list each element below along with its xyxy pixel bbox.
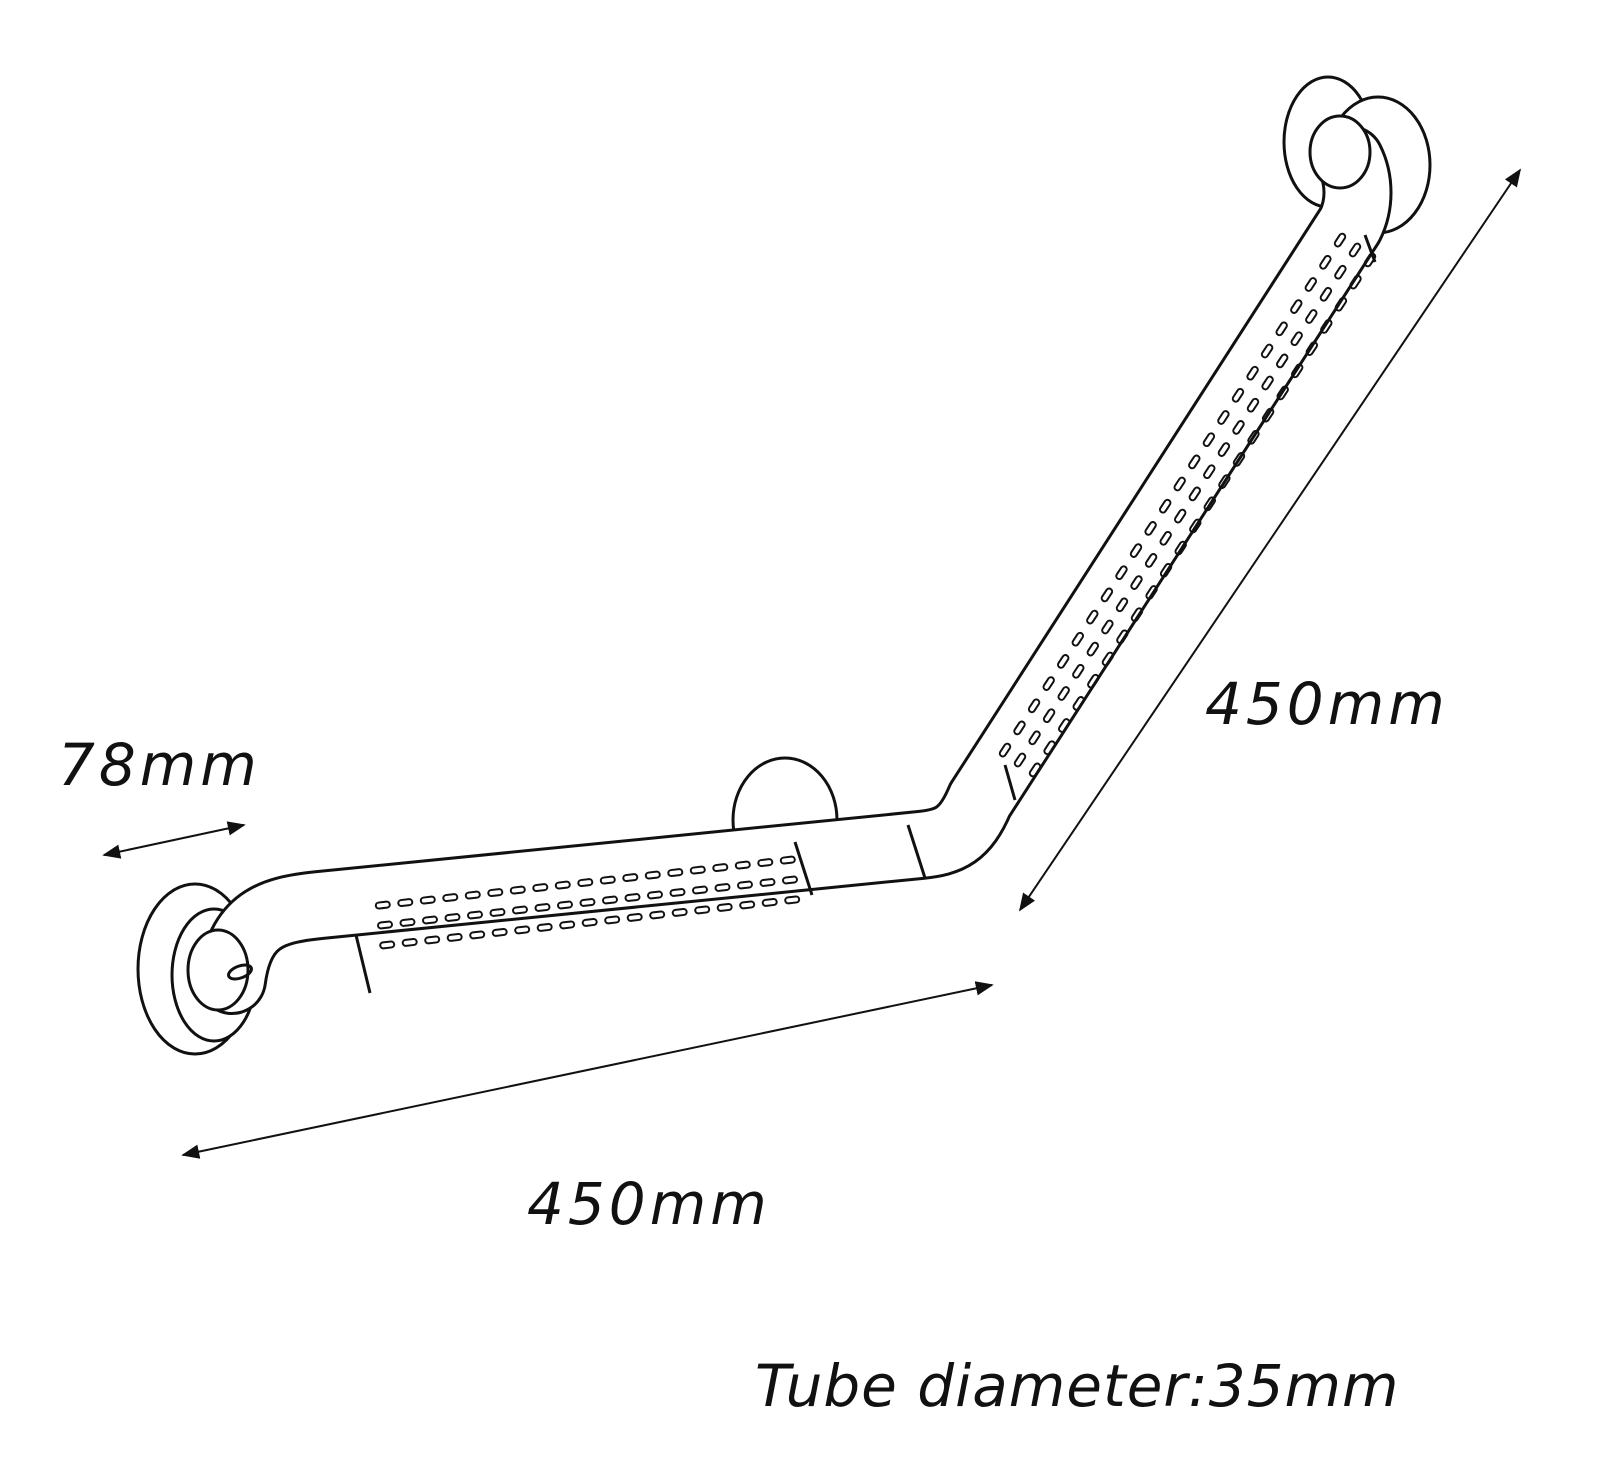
diagonal-length-label: 450mm: [1205, 670, 1449, 738]
horizontal-length-dimension-arrow: [181, 981, 994, 1159]
depth-dimension-arrow: [102, 821, 246, 859]
depth-dimension-label: 78mm: [58, 731, 261, 799]
tube-diameter-label: Tube diameter:35mm: [755, 1352, 1400, 1420]
horizontal-length-label: 450mm: [527, 1170, 771, 1238]
diagonal-length-dimension-arrow: [1018, 168, 1522, 912]
